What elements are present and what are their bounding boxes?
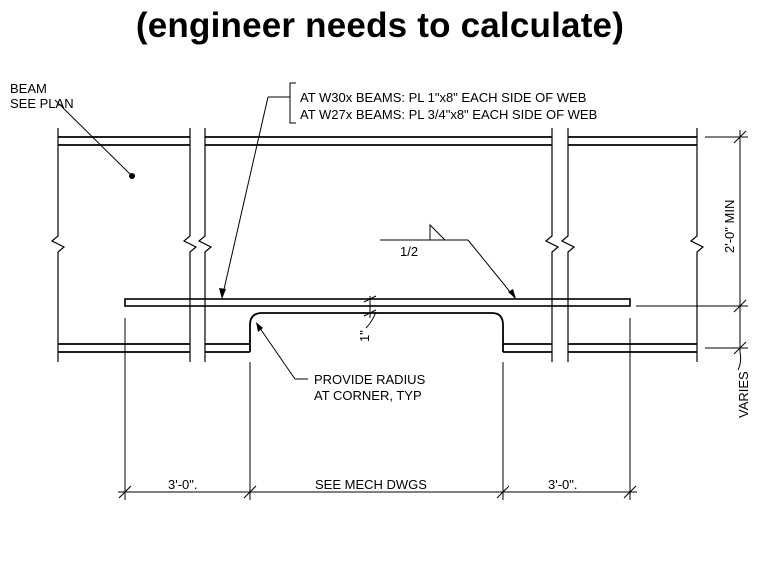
clearance-dimension <box>363 295 377 329</box>
web-opening-outline <box>249 312 504 352</box>
min-depth-label: 2'-0" MIN <box>722 200 737 253</box>
plate-leader-arrow <box>219 288 226 299</box>
beam-note-line1: BEAM <box>10 81 47 96</box>
vertical-dimension <box>636 130 748 371</box>
radius-note-line2: AT CORNER, TYP <box>314 388 422 403</box>
plate-note-line1: AT W30x BEAMS: PL 1"x8" EACH SIDE OF WEB <box>300 90 586 105</box>
clearance-label: 1" <box>357 330 372 342</box>
bottom-flange <box>58 343 697 353</box>
weld-symbol <box>380 223 516 299</box>
plate-leader <box>221 96 269 299</box>
top-flange <box>58 136 697 146</box>
right-span-label: 3'-0". <box>548 477 578 492</box>
radius-leader <box>256 323 296 380</box>
center-span-label: SEE MECH DWGS <box>315 477 427 492</box>
reinforcing-plate <box>124 298 631 307</box>
break-lines <box>50 128 705 362</box>
radius-leader-arrow <box>256 322 263 332</box>
varies-label: VARIES <box>736 371 751 418</box>
page-title: (engineer needs to calculate) <box>135 6 625 45</box>
plate-note-line2: AT W27x BEAMS: PL 3/4"x8" EACH SIDE OF W… <box>300 107 597 122</box>
beam-note-line2: SEE PLAN <box>10 96 74 111</box>
beam-leader <box>54 99 132 176</box>
weld-size-label: 1/2 <box>400 244 418 259</box>
radius-note-line1: PROVIDE RADIUS <box>314 372 426 387</box>
left-span-label: 3'-0". <box>168 477 198 492</box>
plate-note-bracket <box>289 82 296 124</box>
beam-leader-dot <box>129 173 135 179</box>
horizontal-dimension <box>118 318 637 500</box>
